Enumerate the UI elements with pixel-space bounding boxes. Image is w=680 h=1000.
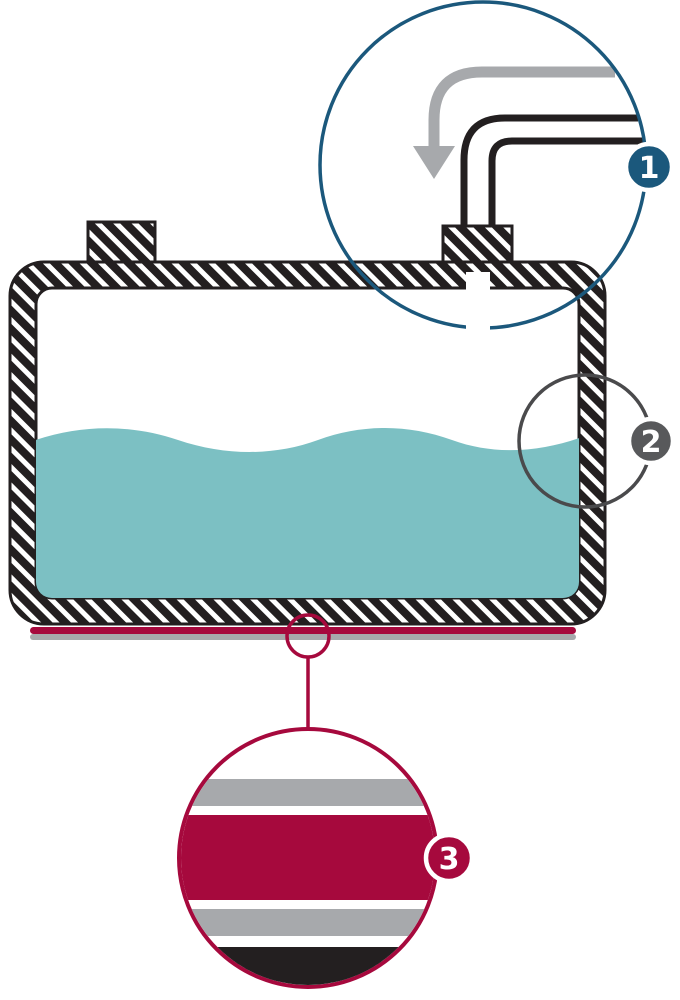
callout-1-badge-label: 1 — [639, 151, 660, 186]
callout-1-badge-circle — [623, 141, 675, 193]
callout-3-badge-circle — [423, 832, 475, 884]
tank-inlet-cap — [441, 224, 514, 268]
layer-stripe-gray-bottom — [181, 909, 435, 936]
callout-3-badge: 3 — [423, 832, 475, 884]
callout-2-badge: 2 — [626, 416, 676, 466]
pipe-outline-inner — [488, 137, 643, 268]
callout-3-magnifier — [177, 727, 439, 989]
callout-1-badge: 1 — [623, 141, 675, 193]
callout-2-badge-circle — [626, 416, 676, 466]
tank-liquid — [36, 428, 579, 598]
under-tank-layer-red — [30, 627, 576, 634]
callout-1-magnifier — [320, 2, 646, 328]
flow-arrow — [428, 66, 615, 148]
callout-2-badge-label: 2 — [641, 425, 662, 460]
pipe-outline-outer — [460, 114, 638, 268]
under-tank-layer-gray — [30, 634, 576, 640]
tank-cap-left — [86, 220, 157, 268]
tank — [8, 220, 607, 626]
callout-1-lens-background — [320, 2, 646, 328]
layer-stripe-gray-top — [181, 779, 435, 806]
callout-3-badge-label: 3 — [439, 842, 460, 877]
fill-pipe — [466, 272, 490, 396]
layer-stripe-red — [181, 815, 435, 900]
flow-arrow-head-icon — [413, 146, 455, 179]
